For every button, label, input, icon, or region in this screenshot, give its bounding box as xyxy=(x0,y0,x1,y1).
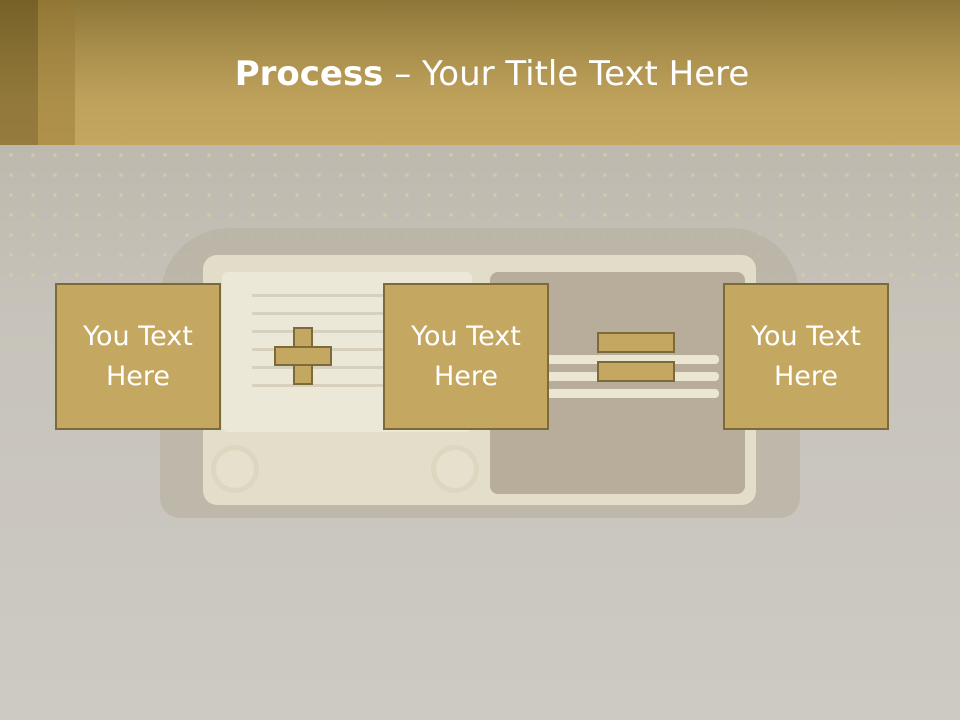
title-bold: Process xyxy=(234,54,384,94)
process-box-3[interactable]: You Text Here xyxy=(723,283,889,430)
slide-title[interactable]: Process – Your Title Text Here xyxy=(0,52,960,96)
title-rest: – Your Title Text Here xyxy=(383,54,750,94)
radio-knob xyxy=(216,450,254,488)
dial-line xyxy=(252,330,442,333)
box-text: You Text Here xyxy=(411,320,521,392)
grill-bar xyxy=(497,389,719,398)
grill-bar xyxy=(497,355,719,364)
box-text: You Text Here xyxy=(83,320,193,392)
header-stripe xyxy=(0,0,38,145)
header-band xyxy=(0,0,960,145)
radio-knob xyxy=(436,450,474,488)
process-box-2[interactable]: You Text Here xyxy=(383,283,549,430)
header-stripe xyxy=(38,0,75,145)
box-text: You Text Here xyxy=(751,320,861,392)
dial-line xyxy=(252,294,442,297)
dial-line xyxy=(252,384,442,387)
dial-line xyxy=(252,366,442,369)
process-box-1[interactable]: You Text Here xyxy=(55,283,221,430)
dial-line xyxy=(252,348,442,351)
dial-line xyxy=(252,312,442,315)
